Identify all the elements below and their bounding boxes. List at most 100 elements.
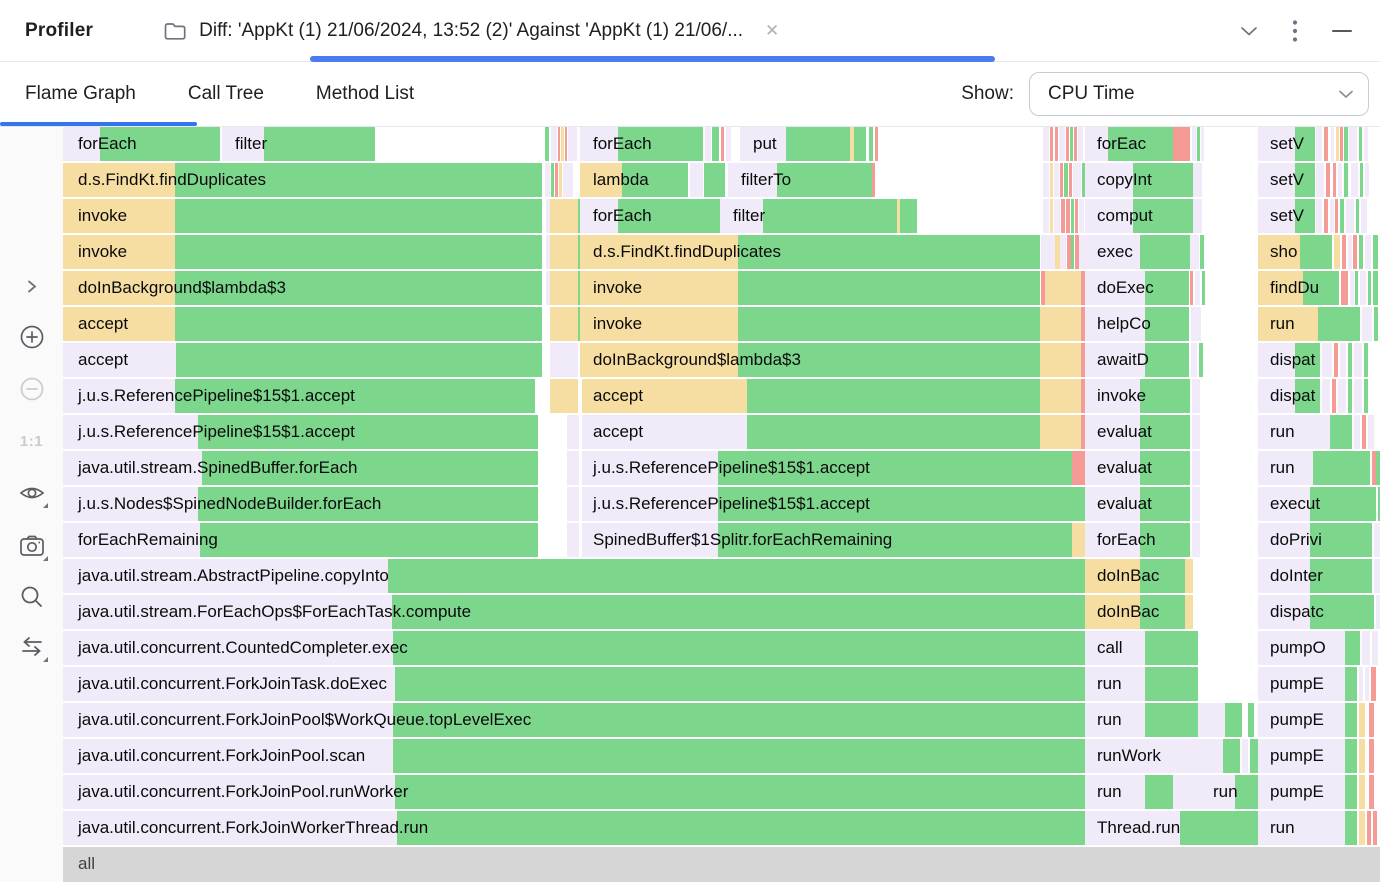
flame-frame-segment[interactable] — [1140, 595, 1185, 629]
flame-frame-segment[interactable] — [1373, 811, 1377, 845]
flame-frame-segment[interactable] — [872, 163, 875, 197]
flame-frame-segment[interactable] — [1185, 559, 1193, 593]
flame-frame-segment[interactable] — [1359, 667, 1363, 701]
flame-frame-segment[interactable] — [1108, 127, 1173, 161]
flame-frame-segment[interactable] — [1362, 631, 1370, 665]
flame-frame-segment[interactable] — [1193, 163, 1202, 197]
flame-frame-segment[interactable] — [1356, 199, 1359, 233]
flame-frame-segment[interactable] — [747, 379, 1040, 413]
flame-frame-segment[interactable] — [1368, 415, 1374, 449]
flame-frame-segment[interactable] — [1334, 235, 1340, 269]
flame-frame-segment[interactable] — [1355, 271, 1358, 305]
flame-frame-segment[interactable] — [1258, 415, 1330, 449]
flame-frame-segment[interactable] — [395, 775, 1085, 809]
flame-frame-segment[interactable] — [567, 415, 579, 449]
flame-frame-segment[interactable] — [1316, 163, 1324, 197]
flame-frame-segment[interactable] — [1258, 739, 1345, 773]
flame-frame-segment[interactable] — [1340, 199, 1344, 233]
flame-frame-segment[interactable] — [1145, 775, 1173, 809]
flame-frame-segment[interactable] — [1374, 523, 1380, 557]
flame-frame-segment[interactable] — [1345, 703, 1357, 737]
flame-frame-segment[interactable] — [175, 379, 535, 413]
flame-frame-segment[interactable] — [1055, 235, 1060, 269]
flame-frame-segment[interactable] — [582, 451, 718, 485]
flame-frame-segment[interactable] — [1197, 127, 1200, 161]
flame-frame-segment[interactable] — [1331, 127, 1334, 161]
flame-frame-segment[interactable] — [1258, 163, 1295, 197]
flame-frame-segment[interactable] — [1258, 523, 1310, 557]
flame-frame-segment[interactable] — [1295, 379, 1320, 413]
snapshot-diff-tab[interactable]: Diff: 'AppKt (1) 21/06/2024, 13:52 (2)' … — [163, 20, 779, 42]
flame-frame-segment[interactable] — [63, 415, 198, 449]
flame-frame-segment[interactable] — [738, 235, 1040, 269]
flame-frame-segment[interactable] — [63, 163, 175, 197]
flame-frame-segment[interactable] — [1070, 127, 1073, 161]
flame-frame-segment[interactable] — [1334, 343, 1338, 377]
flame-frame-segment[interactable] — [550, 199, 578, 233]
flame-frame-segment[interactable] — [1258, 235, 1300, 269]
flame-frame-segment[interactable] — [1248, 703, 1254, 737]
flame-frame-segment[interactable] — [1258, 199, 1295, 233]
flame-frame-segment[interactable] — [580, 127, 618, 161]
flame-frame-segment[interactable] — [1198, 703, 1225, 737]
flame-frame-segment[interactable] — [1353, 235, 1357, 269]
flame-frame-segment[interactable] — [1055, 127, 1058, 161]
flame-frame-segment[interactable] — [395, 667, 1085, 701]
flame-frame-segment[interactable] — [1344, 127, 1348, 161]
flame-frame-segment[interactable] — [1332, 379, 1336, 413]
flame-frame-segment[interactable] — [1318, 307, 1360, 341]
flame-frame-segment[interactable] — [1348, 235, 1352, 269]
flame-frame-segment[interactable] — [1369, 739, 1374, 773]
flame-frame-segment[interactable] — [850, 127, 854, 161]
flame-frame-segment[interactable] — [1140, 559, 1185, 593]
flame-frame-segment[interactable] — [1191, 343, 1197, 377]
flame-frame-segment[interactable] — [1173, 775, 1207, 809]
more-vertical-icon[interactable] — [1292, 19, 1298, 43]
flame-frame-segment[interactable] — [1376, 451, 1380, 485]
flame-frame-segment[interactable] — [580, 307, 738, 341]
flame-frame-segment[interactable] — [1071, 235, 1074, 269]
flame-frame-segment[interactable] — [63, 451, 202, 485]
flame-frame-segment[interactable] — [1300, 235, 1332, 269]
flame-frame-segment[interactable] — [705, 127, 711, 161]
flame-frame-segment[interactable] — [1071, 199, 1074, 233]
flame-frame-segment[interactable] — [1369, 703, 1374, 737]
flame-frame-segment[interactable] — [1085, 667, 1145, 701]
flame-frame-segment[interactable] — [1066, 199, 1070, 233]
flame-frame-segment[interactable] — [1365, 235, 1371, 269]
flame-frame-segment[interactable] — [63, 595, 392, 629]
flame-frame-segment[interactable] — [1193, 199, 1202, 233]
flame-frame-segment[interactable] — [63, 667, 395, 701]
flame-frame-segment[interactable] — [63, 379, 175, 413]
flame-frame-segment[interactable] — [1085, 631, 1145, 665]
flame-frame-segment[interactable] — [1359, 235, 1363, 269]
flame-frame-segment[interactable] — [1365, 667, 1369, 701]
flame-frame-segment[interactable] — [546, 199, 550, 233]
close-icon[interactable]: ✕ — [765, 20, 780, 40]
flame-frame-segment[interactable] — [1330, 199, 1334, 233]
flame-frame-segment[interactable] — [1374, 559, 1380, 593]
flame-frame-segment[interactable] — [618, 127, 703, 161]
flame-frame-segment[interactable] — [1192, 127, 1196, 161]
flame-frame-segment[interactable] — [1258, 559, 1310, 593]
flame-frame-segment[interactable] — [1145, 307, 1189, 341]
flame-frame-segment[interactable] — [1364, 127, 1368, 161]
flame-frame-segment[interactable] — [1082, 163, 1085, 197]
flame-frame-segment[interactable] — [1145, 343, 1189, 377]
flame-frame-segment[interactable] — [1191, 307, 1201, 341]
flame-frame-segment[interactable] — [1258, 343, 1295, 377]
flame-frame-segment[interactable] — [1085, 451, 1140, 485]
minimize-icon[interactable] — [1332, 29, 1352, 33]
flame-frame-segment[interactable] — [1140, 235, 1190, 269]
chevron-down-icon[interactable] — [1240, 25, 1258, 37]
flame-frame-segment[interactable] — [1074, 127, 1077, 161]
flame-frame-segment[interactable] — [1085, 775, 1145, 809]
flame-frame-segment[interactable] — [1185, 595, 1193, 629]
flame-frame-segment[interactable] — [1085, 271, 1145, 305]
flame-frame-segment[interactable] — [545, 127, 549, 161]
flame-frame-segment[interactable] — [718, 523, 1072, 557]
flame-frame-segment[interactable] — [1145, 703, 1198, 737]
flame-frame-segment[interactable] — [1085, 523, 1140, 557]
tab-method-list[interactable]: Method List — [315, 83, 415, 104]
